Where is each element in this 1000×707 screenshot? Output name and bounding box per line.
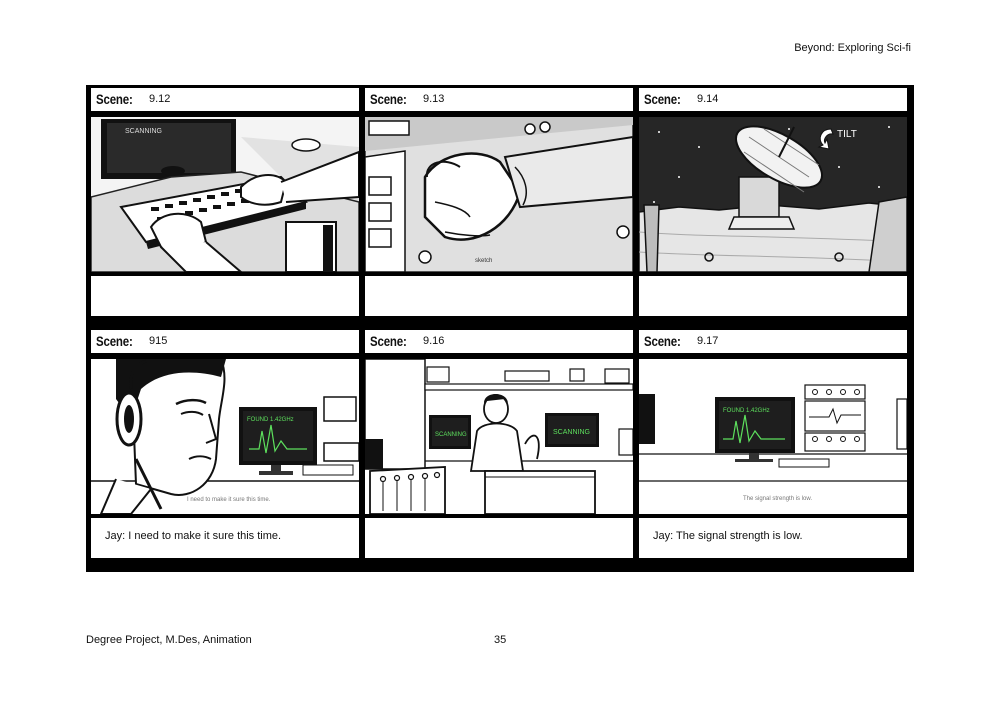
panel-sketch-dial-hand: sketch (365, 117, 633, 272)
page-number: 35 (494, 634, 507, 646)
caption-box (639, 276, 907, 316)
caption-box: Jay: I need to make it sure this time. (91, 518, 359, 558)
subtitle-overlay: I need to make it sure this time. (187, 497, 271, 503)
scene-label: Scene: (96, 91, 133, 107)
scene-number: 9.12 (149, 93, 171, 105)
scene-label: Scene: (370, 91, 407, 107)
scene-number: 9.13 (423, 93, 445, 105)
monitor-left-text: SCANNING (435, 432, 467, 438)
storyboard-grid: Scene: 9.12 SCANNING (86, 85, 914, 572)
footer-project-title: Degree Project, M.Des, Animation (86, 634, 252, 646)
scene-number: 9.16 (423, 335, 445, 347)
scene-bar: Scene: 9.17 (639, 330, 907, 353)
scene-number: 9.14 (697, 93, 719, 105)
monitor-right-text: SCANNING (553, 429, 590, 436)
scene-number: 915 (149, 335, 168, 347)
panel-sketch-monitor-signal: FOUND 1.42GHz The signal strength is low… (639, 359, 907, 514)
scene-number: 9.17 (697, 335, 719, 347)
caption-box (365, 518, 633, 558)
panel-sketch-typing: SCANNING (91, 117, 359, 272)
scene-bar: Scene: 9.12 (91, 88, 359, 111)
scene-bar: Scene: 9.14 (639, 88, 907, 111)
subtitle-overlay: The signal strength is low. (743, 496, 812, 502)
scene-label: Scene: (96, 333, 133, 349)
artist-signature: sketch (475, 258, 492, 264)
scene-bar: Scene: 915 (91, 330, 359, 353)
screen-text: SCANNING (125, 128, 162, 135)
scene-label: Scene: (644, 91, 681, 107)
caption-box (91, 276, 359, 316)
caption-text: Jay: The signal strength is low. (653, 530, 803, 542)
monitor-text: FOUND 1.42GHz (723, 408, 770, 414)
scene-label: Scene: (370, 333, 407, 349)
camera-annotation: TILT (837, 129, 857, 140)
page-header-title: Beyond: Exploring Sci-fi (794, 42, 911, 54)
caption-text: Jay: I need to make it sure this time. (105, 530, 282, 542)
scene-label: Scene: (644, 333, 681, 349)
panel-sketch-radio-dish: TILT (639, 117, 907, 272)
caption-box: Jay: The signal strength is low. (639, 518, 907, 558)
scene-bar: Scene: 9.13 (365, 88, 633, 111)
panel-sketch-control-room: SCANNING SCANNING (365, 359, 633, 514)
monitor-text: FOUND 1.42GHz (247, 417, 294, 423)
scene-bar: Scene: 9.16 (365, 330, 633, 353)
panel-sketch-jay-closeup: FOUND 1.42GHz I need to make it sure th (91, 359, 359, 514)
caption-box (365, 276, 633, 316)
